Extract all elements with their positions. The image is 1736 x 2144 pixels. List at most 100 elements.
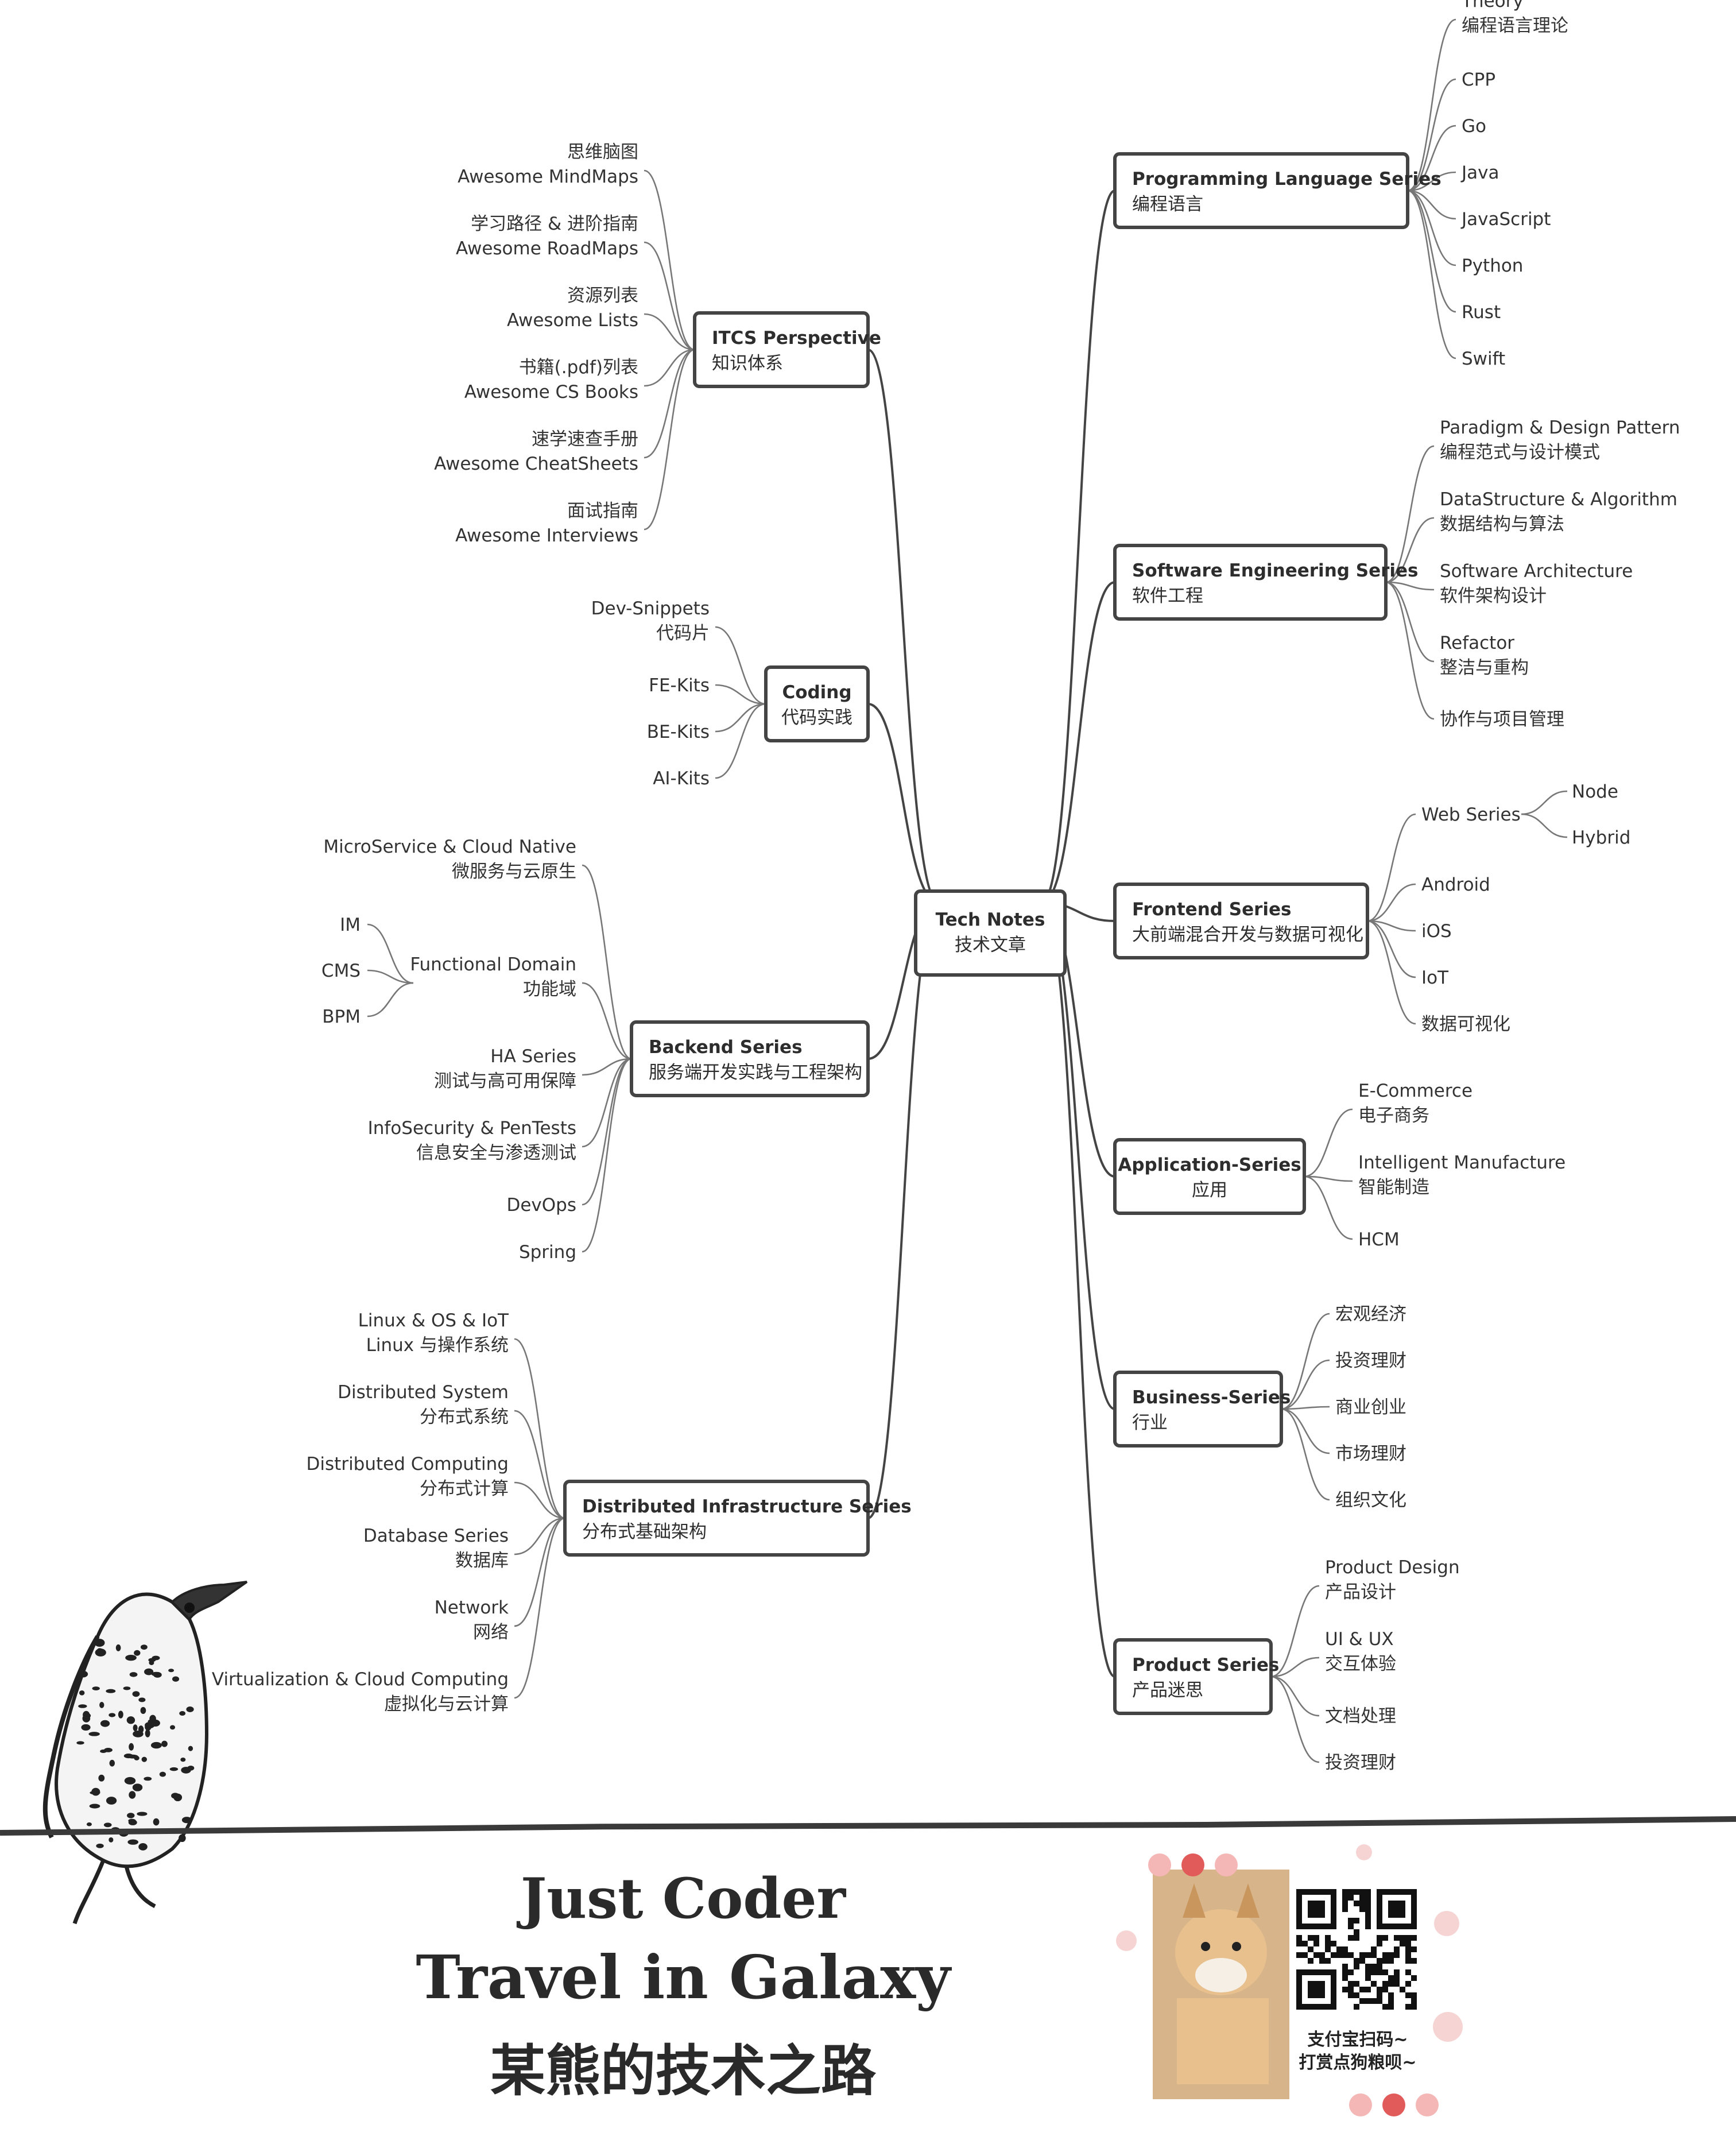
leaf-se-0-line2: 编程范式与设计模式 [1440, 442, 1600, 463]
leaf-backend-2-line1: HA Series [490, 1046, 576, 1067]
link-fe-2 [1367, 920, 1416, 932]
link-fe-0-1 [1521, 813, 1568, 838]
leaf-backend-3-line1: InfoSecurity & PenTests [368, 1118, 576, 1139]
link-fe-4 [1367, 920, 1416, 1025]
center-node-subtitle: 技术文章 [955, 935, 1026, 955]
leaf-pl-7[interactable]: Swift [1462, 349, 1505, 369]
leaf-se-3-line2: 整洁与重构 [1440, 657, 1529, 678]
leaf-pl-3[interactable]: Java [1460, 162, 1499, 183]
leaf-fe-2[interactable]: iOS [1421, 921, 1452, 942]
leaf-pl-5[interactable]: Python [1462, 256, 1523, 276]
leaf-biz-1[interactable]: 投资理财 [1335, 1350, 1406, 1371]
leaf-biz-4[interactable]: 组织文化 [1335, 1490, 1406, 1511]
leaf-pl-0-line2: 编程语言理论 [1462, 16, 1568, 36]
leaf-coding-2[interactable]: BE-Kits [647, 722, 710, 742]
leaf-itcs-2-line2: Awesome Lists [507, 310, 638, 331]
leaf-coding-1[interactable]: FE-Kits [649, 675, 710, 696]
link-dist-1 [514, 1410, 565, 1519]
leaf-dist-1-line1: Distributed System [338, 1382, 509, 1403]
leaf-backend-1-line1: Functional Domain [410, 954, 576, 975]
leaf-biz-3[interactable]: 市场理财 [1335, 1443, 1406, 1464]
leaf-app-1-line2: 智能制造 [1358, 1177, 1429, 1198]
leaf-fe-4[interactable]: 数据可视化 [1421, 1014, 1510, 1035]
leaf-biz-2[interactable]: 商业创业 [1335, 1397, 1406, 1418]
leaf-fe-1[interactable]: Android [1421, 874, 1490, 895]
leaf-app-2[interactable]: HCM [1358, 1229, 1400, 1250]
leaf-dist-0-line1: Linux & OS & IoT [358, 1310, 509, 1331]
branch-pl-box [1113, 152, 1409, 229]
branch-itcs-title: ITCS Perspective [712, 328, 881, 349]
link-backend-4 [582, 1058, 632, 1206]
leaf-pl-6[interactable]: Rust [1462, 302, 1501, 323]
link-itcs-2 [644, 313, 695, 351]
leaf-prod-2[interactable]: 文档处理 [1325, 1706, 1396, 1727]
branch-fe-box [1113, 883, 1369, 959]
leaf-biz-0[interactable]: 宏观经济 [1335, 1304, 1406, 1325]
link-pl-3 [1407, 171, 1456, 192]
leaf-prod-3[interactable]: 投资理财 [1325, 1752, 1396, 1773]
leaf-se-2-line2: 软件架构设计 [1440, 586, 1547, 606]
link-prod-1 [1270, 1657, 1320, 1678]
leaf-pl-6-label: Rust [1462, 302, 1501, 323]
leaf-dist-1-line2: 分布式系统 [420, 1407, 509, 1427]
link-itcs-4 [644, 349, 695, 459]
leaf-se-4[interactable]: 协作与项目管理 [1440, 709, 1564, 730]
leaf-fe-3[interactable]: IoT [1421, 967, 1449, 988]
branch-prod-title: Product Series [1132, 1655, 1279, 1675]
leaf-coding-3[interactable]: AI-Kits [653, 768, 710, 789]
leaf-backend-5[interactable]: Spring [519, 1242, 576, 1263]
leaf-backend-1-line2: 功能域 [523, 979, 576, 1000]
link-prod-0 [1270, 1585, 1320, 1678]
leaf-se-2[interactable]: Software Architecture 软件架构设计 [1440, 561, 1633, 606]
leaf-backend-4[interactable]: DevOps [506, 1195, 576, 1216]
leaf-biz-0-label: 宏观经济 [1335, 1304, 1406, 1325]
branch-itcs-box [693, 311, 870, 388]
link-pl-7 [1407, 189, 1456, 359]
leaf-dist-1[interactable]: Distributed System 分布式系统 [338, 1382, 509, 1427]
leaf-backend-0-line1: MicroService & Cloud Native [323, 837, 576, 857]
leaf-se-2-line1: Software Architecture [1440, 561, 1633, 582]
leaf-pl-1[interactable]: CPP [1462, 69, 1495, 90]
leaf-pl-4[interactable]: JavaScript [1460, 209, 1551, 230]
leaf-pl-2[interactable]: Go [1462, 116, 1486, 137]
link-biz-0 [1281, 1313, 1330, 1410]
bird-illustration [42, 1581, 248, 1925]
link-backend-5 [582, 1058, 632, 1253]
